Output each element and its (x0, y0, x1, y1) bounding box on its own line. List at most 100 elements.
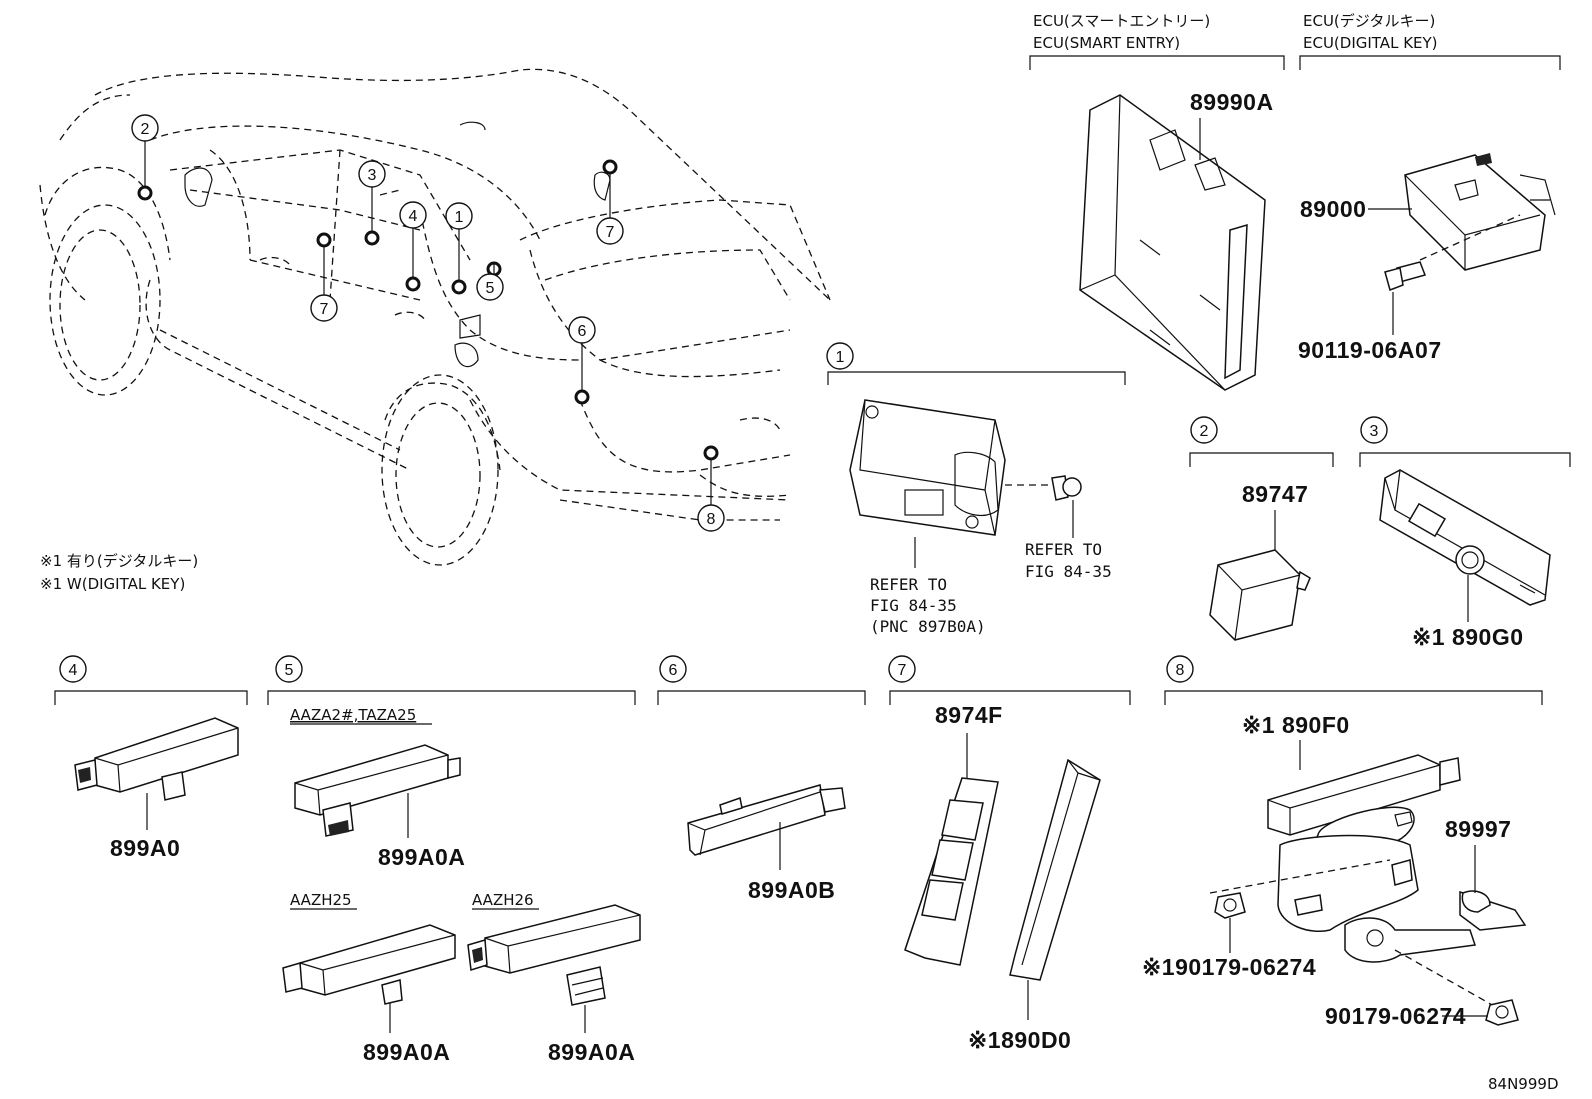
location-marker (451, 279, 467, 295)
car-callout-7a: 7 (606, 224, 615, 241)
location-marker (137, 185, 153, 201)
section-callout-7 (888, 655, 916, 683)
svg-text:5: 5 (285, 662, 294, 679)
part-89990A: 89990A (1190, 89, 1274, 115)
nut-90179-a-illustration (1214, 892, 1246, 919)
antenna-8974F-illustration (904, 777, 999, 966)
group-bracket (827, 371, 1126, 385)
part-90119-06A07: 90119-06A07 (1298, 337, 1442, 363)
group-bracket (1299, 55, 1561, 70)
vehicle-callouts: 2 3 4 1 5 6 7 7 8 (131, 114, 725, 532)
group-bracket (1029, 55, 1285, 70)
car-callout-5: 5 (486, 280, 495, 297)
part-890F0: ※1 890F0 (1242, 712, 1350, 738)
car-callout-7b: 7 (320, 301, 329, 318)
callout-circle (358, 160, 386, 188)
location-marker (316, 232, 332, 248)
part-8974F: 8974F (935, 702, 1003, 728)
part-89997: 89997 (1445, 816, 1511, 842)
svg-text:2: 2 (1200, 423, 1209, 440)
sensor-89747-illustration (1209, 549, 1311, 641)
group-bracket (1164, 690, 1543, 705)
part-899A0A-3: 899A0A (548, 1039, 635, 1065)
location-marker (574, 389, 590, 405)
callout-circle (568, 316, 596, 344)
section-callout-2 (1190, 416, 1218, 444)
part-890D0: ※1890D0 (968, 1027, 1071, 1053)
callout-circle (697, 504, 725, 532)
diagram-code: 84N999D (1488, 1075, 1559, 1093)
header-smart-entry-jp: ECU(スマートエントリー) (1033, 12, 1210, 30)
refer-left-2: FIG 84-35 (870, 596, 957, 615)
antenna-899A0-illustration (74, 717, 239, 801)
section-callout-6 (659, 655, 687, 683)
header-digital-key-jp: ECU(デジタルキー) (1303, 12, 1435, 30)
part-90179-06274-a: ※190179-06274 (1142, 954, 1316, 980)
car-callout-2: 2 (141, 121, 150, 138)
svg-text:3: 3 (1370, 423, 1379, 440)
group-bracket (1359, 452, 1571, 467)
location-marker (405, 276, 421, 292)
section-callout-5 (275, 655, 303, 683)
group-bracket (54, 690, 248, 705)
car-callout-6: 6 (578, 323, 587, 340)
svg-text:8: 8 (1176, 662, 1185, 679)
refer-right-2: FIG 84-35 (1025, 562, 1112, 581)
location-marker (602, 159, 618, 175)
section-callout-3 (1360, 416, 1388, 444)
refer-right-1: REFER TO (1025, 540, 1102, 559)
section-callout-8 (1166, 655, 1194, 683)
variant-aazh25: AAZH25 (290, 891, 352, 909)
antenna-899A0A-2-illustration (282, 924, 456, 1005)
header-smart-entry-en: ECU(SMART ENTRY) (1033, 34, 1180, 52)
part-890G0: ※1 890G0 (1412, 624, 1524, 650)
group-bracket (657, 690, 866, 705)
note-line-2: ※1 W(DIGITAL KEY) (40, 575, 185, 593)
refer-left-3: (PNC 897B0A) (870, 617, 986, 636)
nut-90179-b-illustration (1485, 999, 1519, 1026)
callout-circle (131, 114, 159, 142)
location-marker (364, 230, 380, 246)
car-callout-1: 1 (455, 209, 464, 226)
bracket-89997-illustration (1277, 834, 1527, 963)
group-bracket (889, 690, 1131, 705)
refer-left-1: REFER TO (870, 575, 947, 594)
part-90179-06274-b: 90179-06274 (1325, 1003, 1466, 1029)
part-899A0A-1: 899A0A (378, 844, 465, 870)
part-89000: 89000 (1300, 196, 1366, 222)
group-bracket (1189, 452, 1334, 467)
callout-circle (596, 217, 624, 245)
antenna-899A0A-1-illustration (294, 744, 461, 837)
ecu-smart-entry-illustration (1079, 94, 1266, 391)
section-callout-1 (826, 342, 854, 370)
callout-circle (399, 201, 427, 229)
part-89747: 89747 (1242, 481, 1308, 507)
header-digital-key-en: ECU(DIGITAL KEY) (1303, 34, 1438, 52)
bolt-90119-illustration (1384, 261, 1426, 291)
part-899A0A-2: 899A0A (363, 1039, 450, 1065)
callout-circle (445, 202, 473, 230)
antenna-890D0-illustration (1009, 758, 1101, 981)
group-bracket (267, 690, 636, 705)
antenna-899A0A-3-illustration (467, 904, 641, 1006)
antenna-890G0-illustration (1379, 469, 1551, 606)
callout-circle (310, 294, 338, 322)
callout-circle (476, 273, 504, 301)
location-marker (703, 445, 719, 461)
svg-text:4: 4 (69, 662, 78, 679)
svg-text:6: 6 (669, 662, 678, 679)
bolt-ref-illustration (1051, 475, 1082, 501)
antenna-module-1-illustration (849, 399, 1006, 536)
svg-text:1: 1 (836, 349, 845, 366)
car-callout-3: 3 (368, 167, 377, 184)
car-callout-8: 8 (707, 511, 716, 528)
variant-aaza2-taza25: AAZA2#,TAZA25 (290, 706, 416, 724)
antenna-899A0B-illustration (687, 784, 846, 856)
ecu-digital-key-illustration (1404, 153, 1556, 271)
part-899A0: 899A0 (110, 835, 180, 861)
variant-aazh26: AAZH26 (472, 891, 534, 909)
part-899A0B: 899A0B (748, 877, 835, 903)
car-callout-4: 4 (409, 208, 418, 225)
